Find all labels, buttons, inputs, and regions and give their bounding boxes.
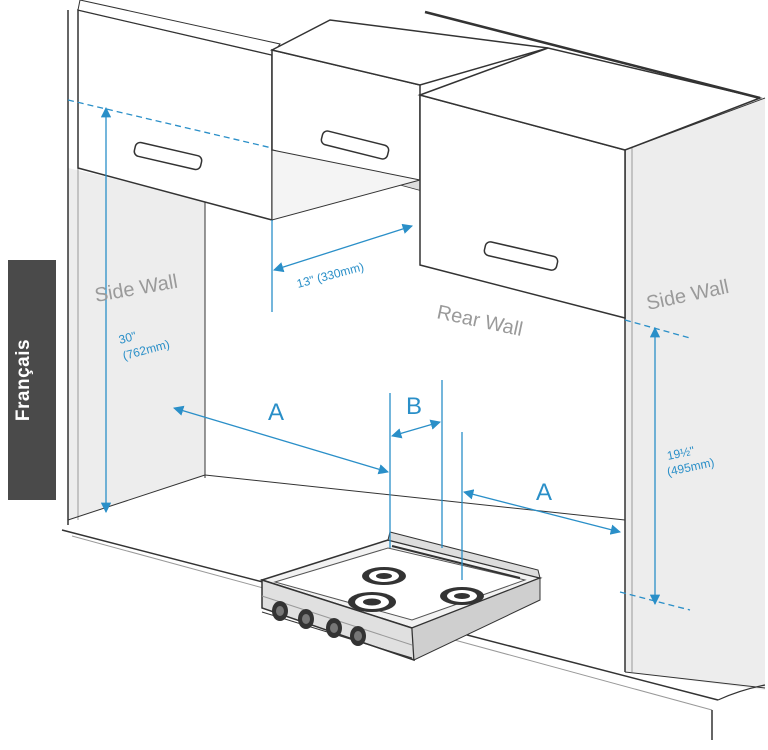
language-tab xyxy=(8,260,56,500)
burner xyxy=(348,592,396,612)
left-wall-cabinet xyxy=(77,0,281,221)
right-side-wall xyxy=(624,97,766,690)
dimension-a-left-label: A xyxy=(268,399,284,426)
control-knob xyxy=(350,626,366,646)
control-knob xyxy=(326,618,342,638)
side-clearance-inch-label: 19½" xyxy=(666,443,696,462)
right-wall-cabinet xyxy=(417,10,763,319)
burner xyxy=(440,587,484,605)
burner xyxy=(362,567,406,585)
dimension-b-label: B xyxy=(406,393,422,420)
middle-wall-cabinet xyxy=(269,19,549,221)
language-tab-text: Français xyxy=(13,338,34,422)
cabinet-handle xyxy=(133,141,203,171)
cabinet-handle xyxy=(320,130,390,160)
cooktop xyxy=(259,531,543,662)
control-knob xyxy=(298,609,314,629)
rear-wall-label: Rear Wall xyxy=(435,301,525,341)
cabinet-depth-label: 13" (330mm) xyxy=(295,260,365,291)
dimension-a-right-label: A xyxy=(536,479,552,506)
control-knob xyxy=(272,601,288,621)
dimension-lines xyxy=(67,99,691,611)
cabinet-handle xyxy=(483,241,559,271)
cabinet-height-inch-label: 30" xyxy=(117,329,138,347)
